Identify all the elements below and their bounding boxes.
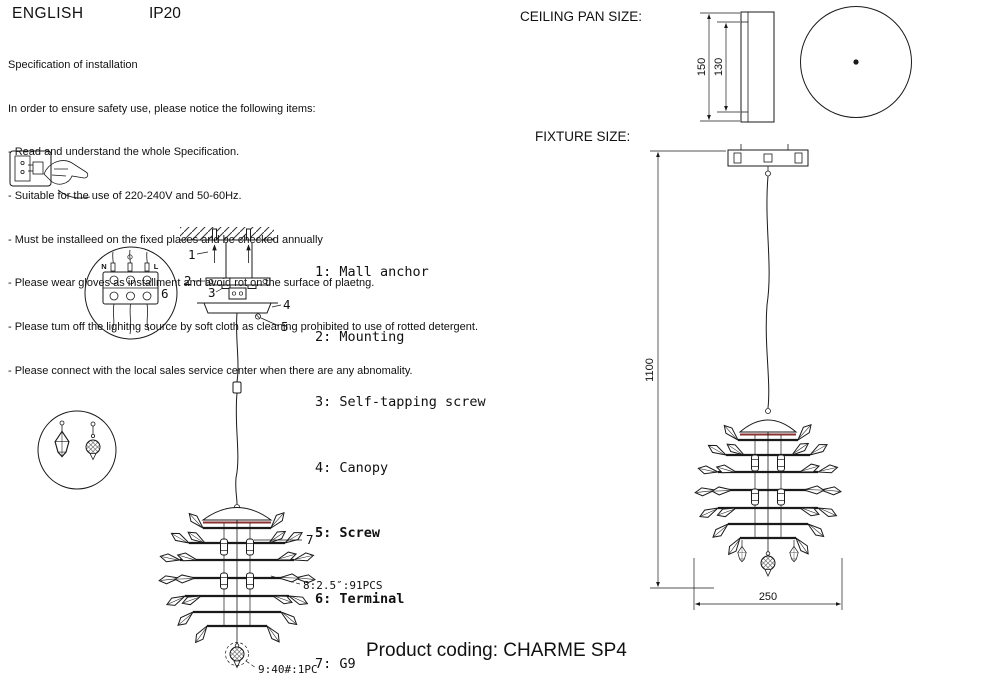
fixture-width-dimension: 250 — [759, 591, 777, 603]
part-row: 7: G9 — [315, 655, 356, 672]
part-row: 5: Screw — [315, 525, 381, 542]
g9-bulb — [751, 488, 759, 506]
part-row: 2: Mounting — [315, 328, 405, 345]
part-row: 3: Self-tapping screw — [315, 394, 486, 411]
spec-item: - Please wear gloves as installment and … — [8, 277, 375, 290]
g9-bulb — [777, 454, 785, 472]
lamp-tiers — [179, 526, 295, 628]
callout-7: 7 — [306, 532, 314, 547]
ceiling-pan-side-view: 150 130 — [696, 11, 775, 123]
wall-anchor — [246, 228, 251, 241]
installation-detail-diagram: 1 2 3 4 5 — [180, 227, 291, 334]
pan-inner-dimension: 130 — [713, 58, 725, 76]
pan-height-dimension: 150 — [696, 58, 708, 76]
g9-bulb — [246, 538, 254, 556]
callout-9-crystal-count: 9:40#:1PC — [258, 663, 318, 676]
part-row: 1: Mall anchor — [315, 263, 429, 280]
fixture-size-heading: FIXTURE SIZE: — [535, 129, 631, 144]
callout-3: 3 — [208, 285, 216, 300]
callout-4: 4 — [283, 297, 291, 312]
spec-item: - Must be installeed on the fixed places… — [8, 233, 323, 246]
parts-list: 1: Mall anchor 2: Mounting 3: Self-tappi… — [315, 218, 486, 690]
language-label: ENGLISH — [12, 5, 84, 22]
terminal-detail-view: N L 6 — [84, 246, 178, 340]
hanging-crystal — [737, 545, 747, 563]
ceiling-plate — [727, 149, 809, 167]
ceiling-pan-top-view — [800, 6, 912, 118]
canopy — [203, 302, 272, 314]
bottom-crystal-ball — [229, 646, 245, 662]
crystal-ball — [85, 439, 101, 455]
g9-bulb — [246, 572, 254, 590]
spec-item: - Please tum off the lighitng source by … — [8, 320, 479, 333]
wall-anchor — [212, 228, 217, 241]
g9-bulb — [220, 538, 228, 556]
terminal-l-label: L — [154, 262, 159, 271]
power-disconnect-icon — [9, 150, 91, 199]
crystal-detail-view — [37, 410, 117, 490]
ground-symbol — [127, 254, 133, 260]
g9-bulb — [220, 572, 228, 590]
hanging-crystal — [789, 545, 799, 563]
fixture-height-dimension: 1100 — [644, 358, 656, 382]
canopy-screw — [254, 313, 261, 320]
suspension-cord — [765, 175, 770, 409]
ceiling-pan-size-heading: CEILING PAN SIZE: — [520, 9, 643, 24]
spec-item: - Suitable for the use of 220-240V and 5… — [8, 190, 242, 203]
lamp-dome — [201, 507, 273, 521]
spec-item: - Read and understand the whole Specific… — [8, 146, 240, 159]
part-row: 6: Terminal — [315, 590, 405, 607]
faceted-crystal — [54, 430, 70, 458]
callout-6: 6 — [161, 286, 169, 301]
g9-bulb — [751, 454, 759, 472]
spec-item: - Please connect with the local sales se… — [8, 364, 413, 377]
cord — [236, 312, 239, 383]
fixture-size-drawing: 1100 250 — [644, 144, 843, 610]
lamp-tiers — [715, 438, 821, 540]
spec-intro: In order to ensure safety use, please no… — [8, 102, 316, 115]
part-row: 4: Canopy — [315, 459, 389, 476]
pendant-lamp-detail-drawing: 7 8:2.5″:91PCS 9:40#:1PC — [158, 312, 382, 676]
specification-block: Specification of installation In order t… — [8, 29, 553, 407]
bottom-crystal-ball — [760, 555, 776, 571]
g9-bulb — [777, 488, 785, 506]
callout-8-crystal-count: 8:2.5″:91PCS — [303, 579, 382, 592]
cord — [235, 392, 239, 505]
callout-2: 2 — [184, 273, 192, 288]
callout-5: 5 — [281, 319, 289, 334]
callout-1: 1 — [188, 247, 196, 262]
mounting-bar — [205, 277, 271, 286]
terminal-n-label: N — [101, 262, 106, 271]
center-hole — [853, 59, 859, 65]
terminal-box — [228, 287, 247, 300]
spec-title: Specification of installation — [8, 59, 138, 72]
product-coding: Product coding: CHARME SP4 — [366, 640, 627, 661]
lamp-dome — [738, 419, 798, 433]
ip-rating-label: IP20 — [149, 5, 181, 22]
